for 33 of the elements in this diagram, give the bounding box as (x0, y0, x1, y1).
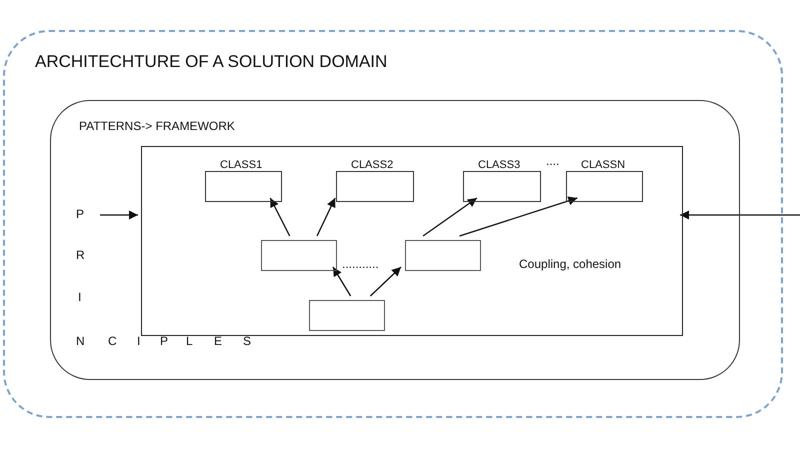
principle-letter: I (78, 290, 82, 304)
class-name: CLASS1 (220, 159, 262, 172)
arrow (316, 198, 336, 236)
component-box (405, 240, 481, 271)
arrow (332, 266, 352, 296)
component-box (309, 300, 385, 331)
principle-letter: S (243, 334, 252, 348)
principle-letter: C (108, 334, 117, 348)
arrow (422, 197, 478, 237)
ellipsis: .... (546, 154, 560, 168)
pattern-framework-box (50, 100, 740, 380)
class-name: CLASSN (581, 159, 626, 172)
principle-letter: P (76, 207, 84, 221)
arrow (680, 210, 800, 220)
framework-box (141, 146, 683, 336)
domain-frame (3, 30, 783, 418)
principle-letter: I (137, 334, 140, 348)
frame-heading: ARCHITECHTURE OF A SOLUTION DOMAIN (35, 52, 388, 72)
principle-letter: R (76, 248, 85, 262)
class-name: CLASS3 (478, 159, 520, 172)
arrow (270, 198, 290, 236)
box-note: Coupling, cohesion (519, 257, 622, 271)
ellipsis: ........... (342, 257, 379, 271)
principle-letter: P (160, 334, 168, 348)
principle-letter: E (214, 334, 222, 348)
arrow (100, 210, 138, 220)
component-box (261, 240, 337, 271)
principle-letter: L (186, 334, 193, 348)
arrow (459, 196, 578, 237)
principle-letter: N (76, 334, 85, 348)
box-heading: PATTERNS-> FRAMEWORK (79, 119, 235, 133)
class-name: CLASS2 (351, 159, 394, 172)
arrow (370, 266, 402, 296)
